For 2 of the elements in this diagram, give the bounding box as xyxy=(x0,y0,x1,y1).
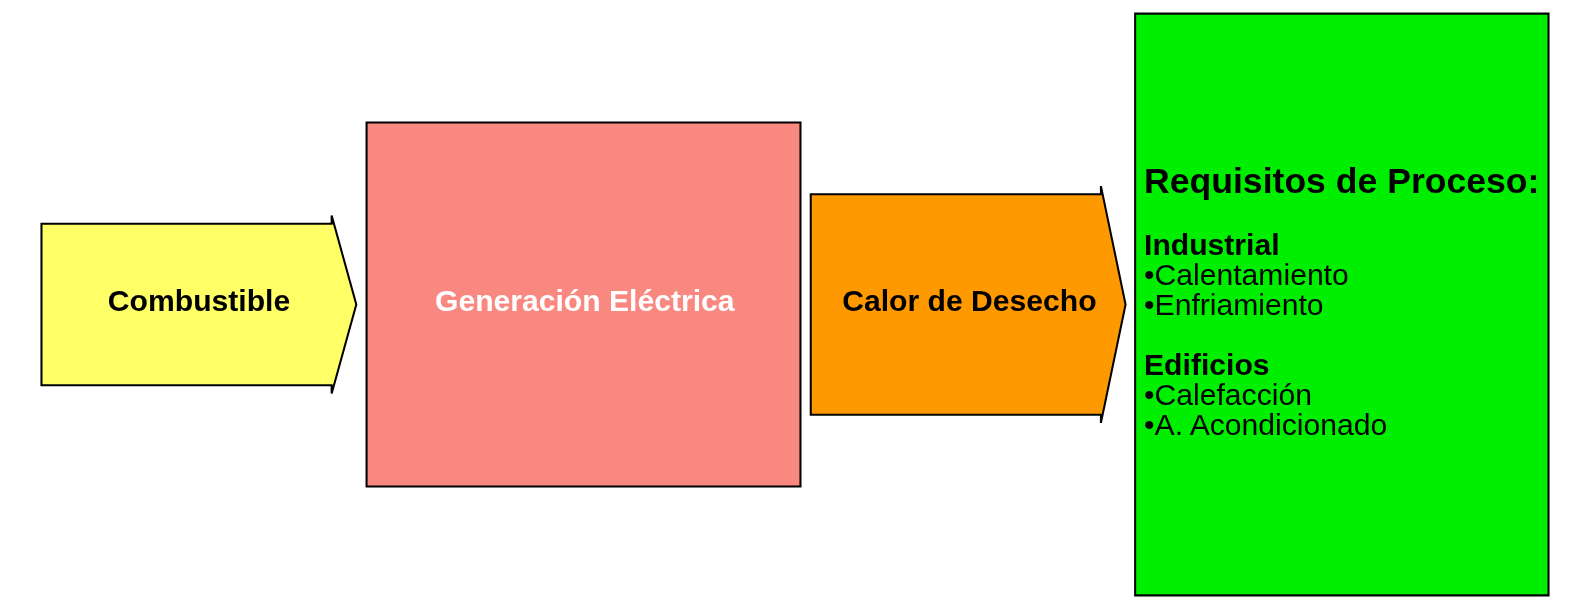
node-box: Generación Eléctrica xyxy=(365,121,802,488)
node-box: Requisitos de Proceso: Industrial •Calentamiento •Enfriamiento Edificios •Calefacción •A. Acondicionado xyxy=(1134,12,1550,597)
